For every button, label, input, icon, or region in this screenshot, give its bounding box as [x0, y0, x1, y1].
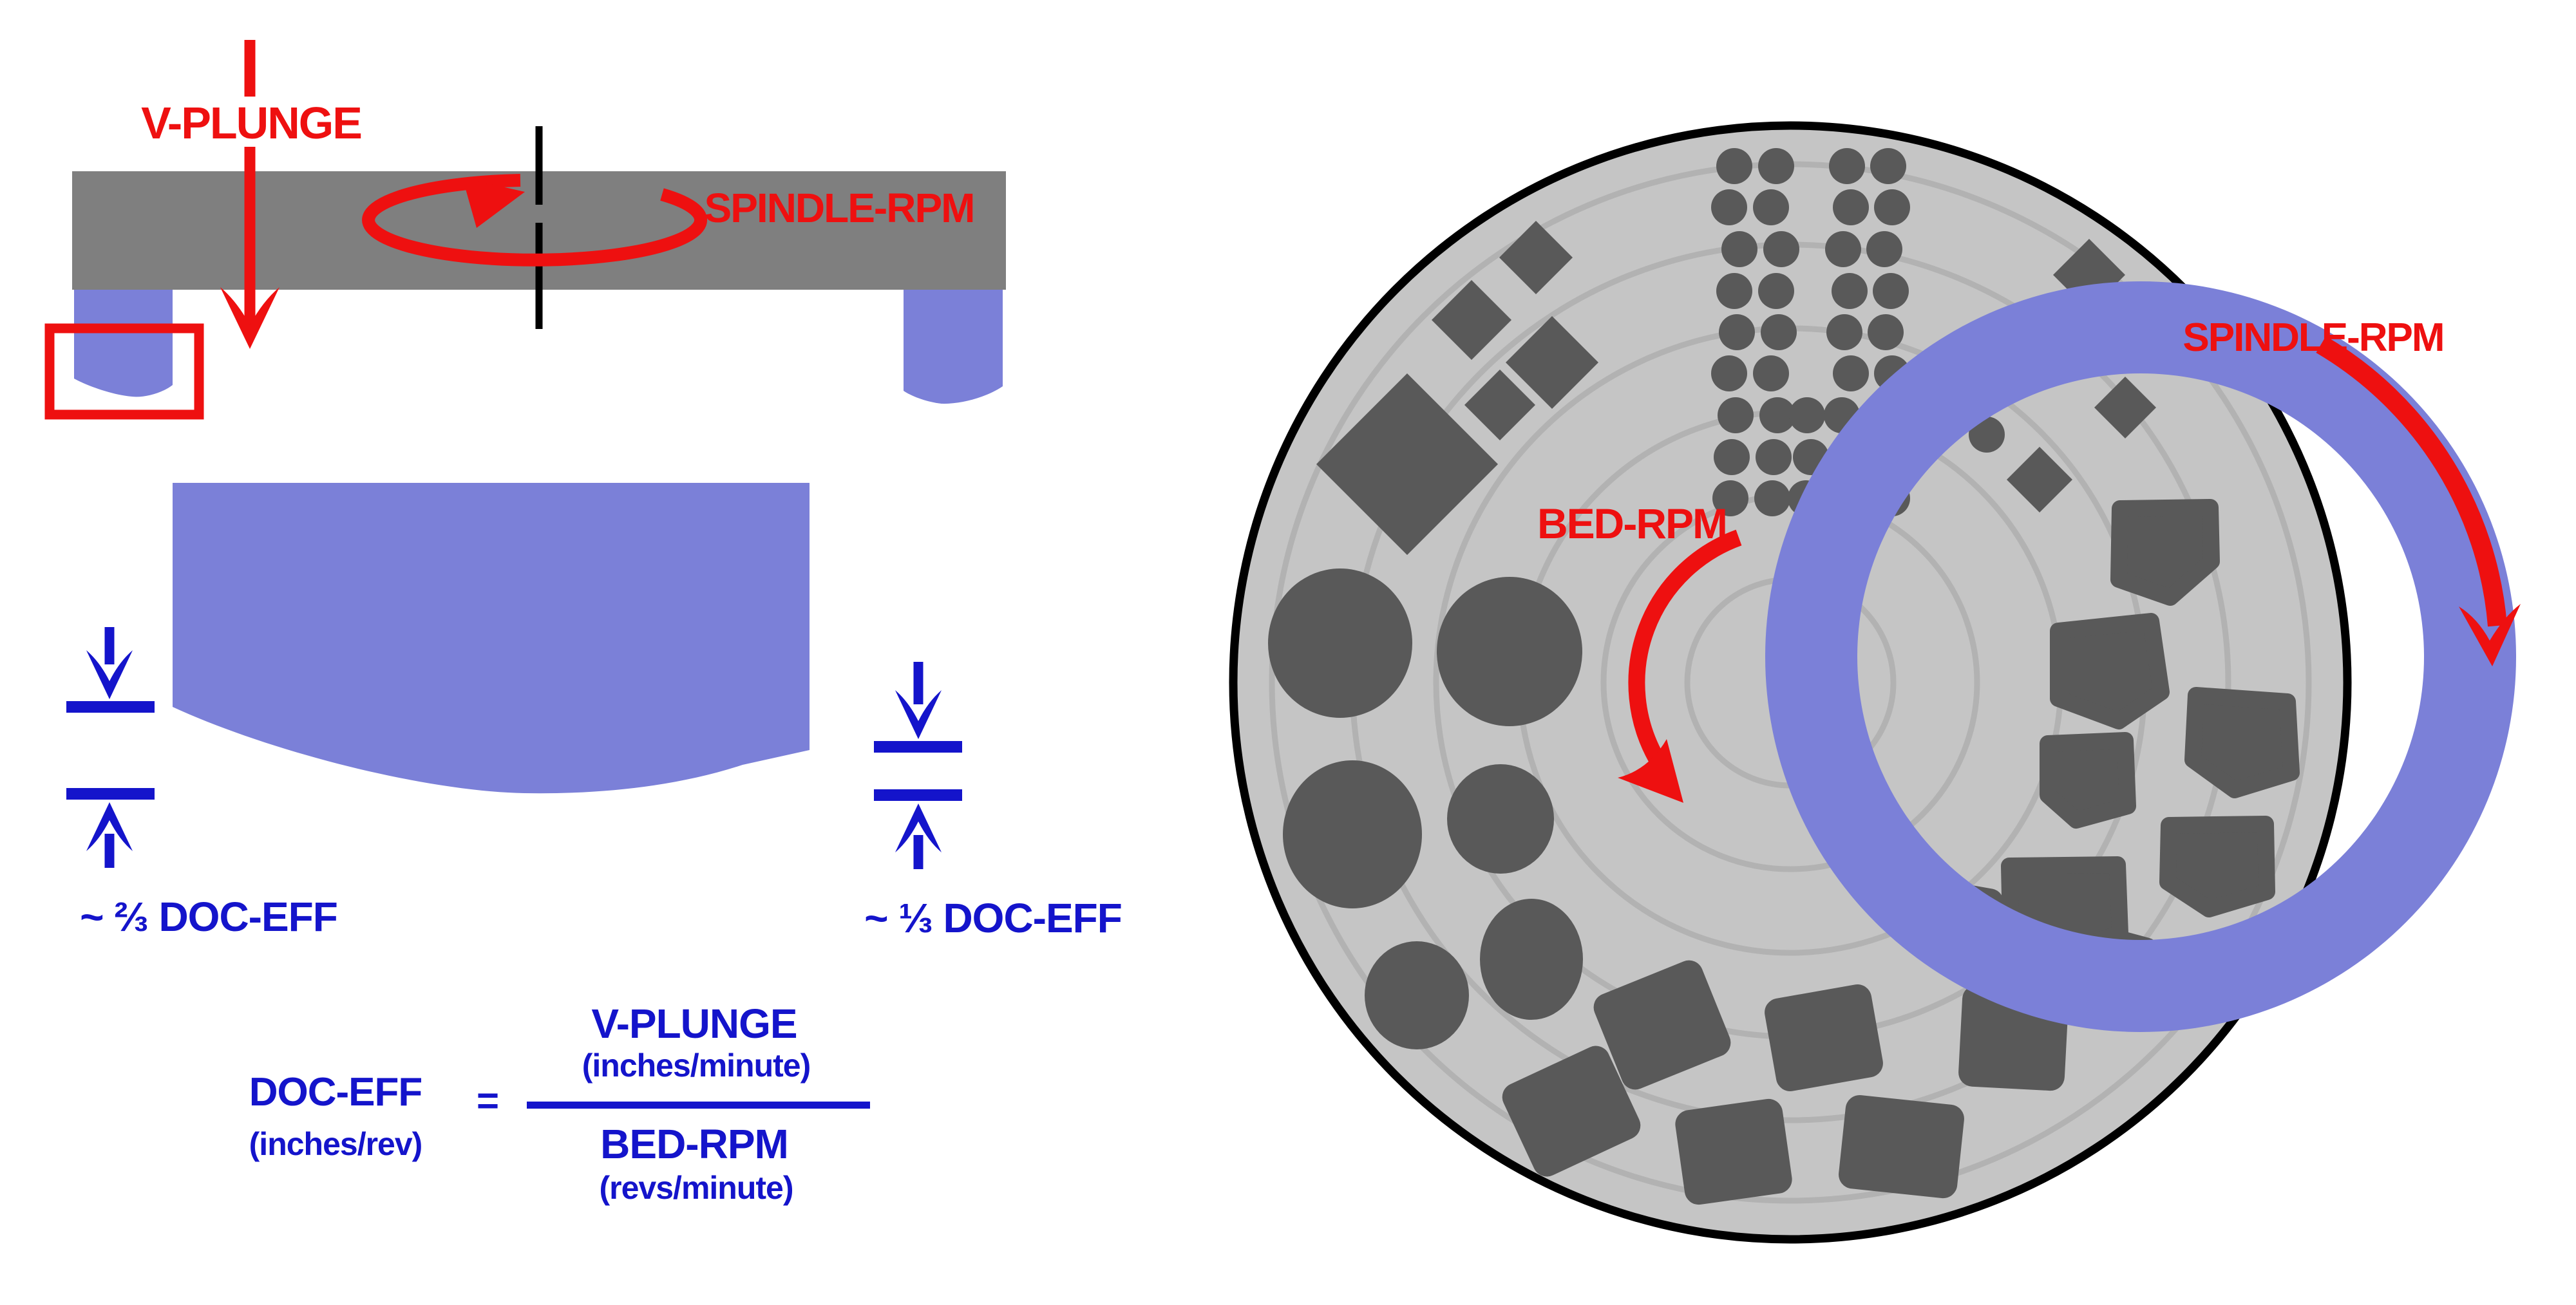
down-arrowhead [895, 690, 942, 739]
formula-lhs-unit: (inches/rev) [249, 1126, 422, 1162]
right-tool-pad [904, 290, 1003, 404]
small-round-part [1711, 355, 1747, 391]
small-round-part [1754, 480, 1790, 516]
formula-lhs: DOC-EFF [249, 1070, 422, 1114]
small-round-part [1969, 417, 2005, 453]
small-round-part [1756, 439, 1792, 475]
measure-bar [66, 788, 155, 800]
small-round-part [1719, 314, 1755, 350]
doc-right-label: ~ ⅓ DOC-EFF [864, 895, 1122, 941]
small-round-part [1711, 189, 1747, 225]
v-plunge-arrowhead [220, 287, 279, 349]
measure-bar [874, 789, 962, 801]
v-plunge-arrow [220, 40, 279, 349]
large-round-parts [1268, 568, 1583, 1049]
doc-measure-right [874, 662, 962, 869]
up-arrowhead [86, 802, 133, 851]
small-round-part [1761, 314, 1797, 350]
left-tool-pad [74, 290, 173, 397]
small-round-part [1832, 273, 1868, 309]
formula-numerator-unit: (inches/minute) [582, 1047, 810, 1084]
blob-parts [2001, 499, 2300, 962]
small-round-part [1759, 397, 1795, 433]
small-round-part [1712, 480, 1748, 516]
small-round-part [1716, 148, 1752, 184]
small-round-part [1870, 148, 1906, 184]
small-round-part [1758, 273, 1794, 309]
small-round-part [1866, 231, 1902, 267]
formula-equals: = [477, 1079, 498, 1122]
diamond-parts [1316, 221, 2156, 555]
small-round-part [1758, 148, 1794, 184]
inspection-box [44, 323, 204, 420]
formula-denominator: BED-RPM [600, 1121, 788, 1167]
spindle-rpm-label-left: SPINDLE-RPM [705, 185, 974, 231]
small-round-part [1833, 189, 1869, 225]
small-round-part [1763, 231, 1799, 267]
ring-spindle-rpm-arrow [2316, 336, 2521, 666]
bed-rpm-label: BED-RPM [1537, 500, 1727, 547]
down-arrowhead [86, 650, 133, 699]
small-round-part [1753, 355, 1789, 391]
measure-bar [66, 701, 155, 713]
doc-left-label: ~ ⅔ DOC-EFF [80, 894, 337, 940]
spindle-rotation-arrowhead [462, 178, 525, 228]
top-view-diagram: BED-RPM SPINDLE-RPM [1229, 121, 2521, 1244]
small-round-part [1721, 231, 1757, 267]
side-view-diagram: V-PLUNGE SPINDLE-RPM ~ ⅔ DOC-EFF ~ ⅓ DOC… [44, 40, 1122, 1206]
measure-bar [874, 741, 962, 753]
small-round-part [1789, 397, 1825, 433]
formula-numerator: V-PLUNGE [591, 1000, 797, 1047]
bed-rpm-arrow [1618, 529, 1742, 803]
small-round-part [1833, 355, 1869, 391]
workpiece [173, 483, 810, 794]
small-round-part [1829, 148, 1865, 184]
spindle-rotation-arrow [362, 174, 708, 267]
small-round-part [1825, 231, 1861, 267]
v-plunge-label: V-PLUNGE [141, 98, 361, 148]
small-round-part [1868, 314, 1904, 350]
small-round-part [1714, 439, 1750, 475]
doc-eff-formula: DOC-EFF (inches/rev) = V-PLUNGE (inches/… [249, 1000, 870, 1206]
up-arrowhead [895, 803, 942, 852]
fraction-bar [527, 1102, 870, 1109]
small-round-part [1718, 397, 1754, 433]
small-round-part [1874, 189, 1910, 225]
doc-measure-left [66, 627, 155, 868]
small-round-part [1826, 314, 1862, 350]
small-round-part [1716, 273, 1752, 309]
small-round-part [1873, 273, 1909, 309]
spindle-rpm-label-right: SPINDLE-RPM [2183, 315, 2443, 360]
small-round-part [1753, 189, 1789, 225]
formula-denominator-unit: (revs/minute) [600, 1170, 793, 1206]
bed-rpm-arrowhead [1618, 739, 1683, 803]
ring-spindle-rpm-arrowhead [2459, 604, 2521, 666]
